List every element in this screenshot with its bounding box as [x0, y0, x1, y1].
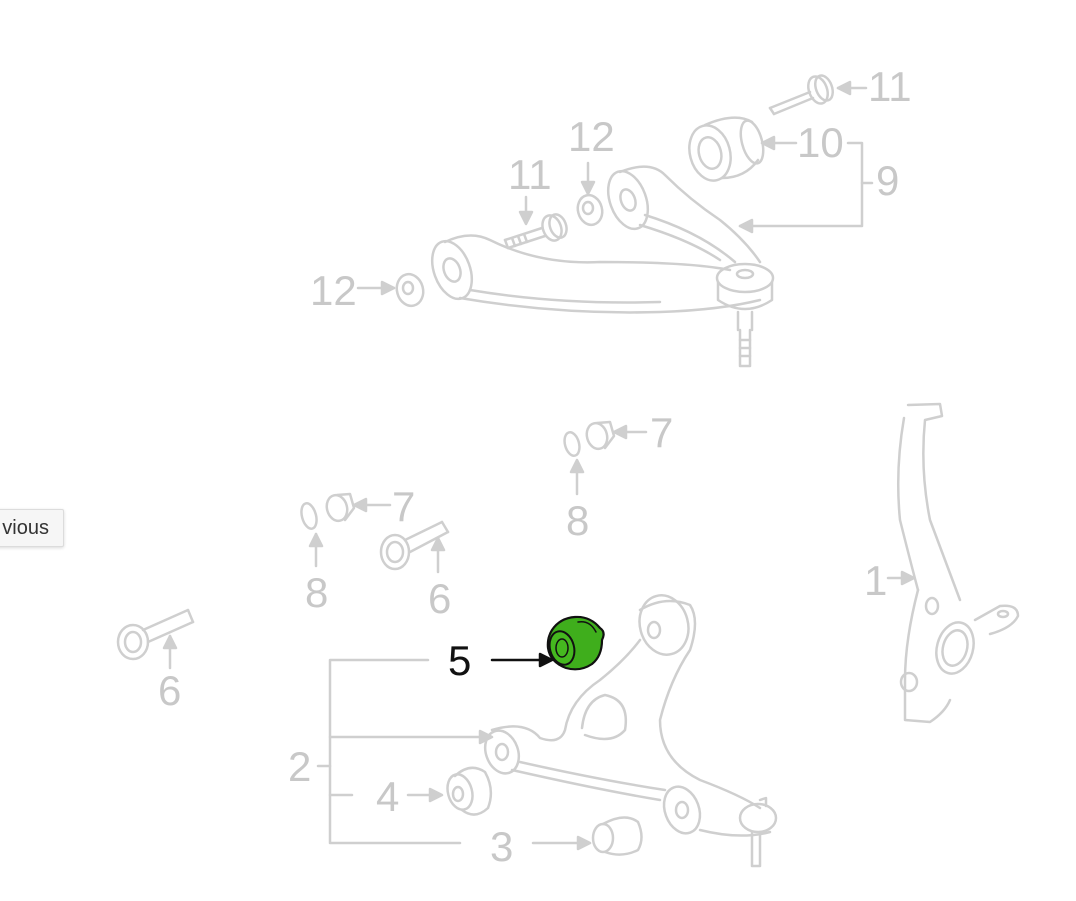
callout-8-left[interactable]: 8	[305, 569, 329, 616]
callout-5-selected[interactable]: 5	[448, 637, 472, 684]
washer-8-right[interactable]	[562, 431, 582, 458]
nut-12-mid[interactable]	[575, 192, 606, 227]
callout-6-left[interactable]: 6	[158, 667, 182, 714]
callout-7-left[interactable]: 7	[392, 483, 416, 530]
bushing-4[interactable]	[444, 766, 493, 816]
lower-control-arm[interactable]	[479, 590, 778, 868]
callout-1[interactable]: 1	[864, 557, 888, 604]
previous-button-label: vious	[2, 516, 49, 539]
callout-4[interactable]: 4	[376, 773, 400, 820]
callout-12-mid[interactable]: 12	[568, 113, 615, 160]
callout-11-mid[interactable]: 11	[508, 151, 552, 198]
callout-12-left[interactable]: 12	[310, 267, 357, 314]
previous-button[interactable]: vious	[0, 509, 64, 547]
callout-9[interactable]: 9	[876, 157, 900, 204]
washer-8-left[interactable]	[299, 502, 319, 531]
bushing-10[interactable]	[683, 116, 767, 186]
bolt-6-left[interactable]	[116, 608, 195, 661]
callout-3[interactable]: 3	[490, 823, 514, 870]
bolt-11-top[interactable]	[768, 73, 836, 116]
callout-6-mid[interactable]: 6	[428, 575, 452, 622]
nut-7-right[interactable]	[584, 420, 616, 451]
callout-7-right[interactable]: 7	[650, 409, 674, 456]
bolt-6-mid[interactable]	[379, 520, 450, 571]
nut-7-left[interactable]	[324, 492, 356, 523]
steering-knuckle-1[interactable]	[896, 402, 1020, 724]
callout-10[interactable]: 10	[797, 119, 844, 166]
callout-8-right[interactable]: 8	[566, 497, 590, 544]
nut-12-left[interactable]	[393, 271, 426, 309]
callout-11-top[interactable]: 11	[868, 63, 912, 110]
bolt-11-mid[interactable]	[503, 212, 570, 250]
upper-control-arm[interactable]	[425, 165, 775, 368]
callout-2[interactable]: 2	[288, 743, 312, 790]
bushing-3[interactable]	[591, 816, 643, 856]
bushing-5-highlighted[interactable]	[546, 615, 605, 671]
